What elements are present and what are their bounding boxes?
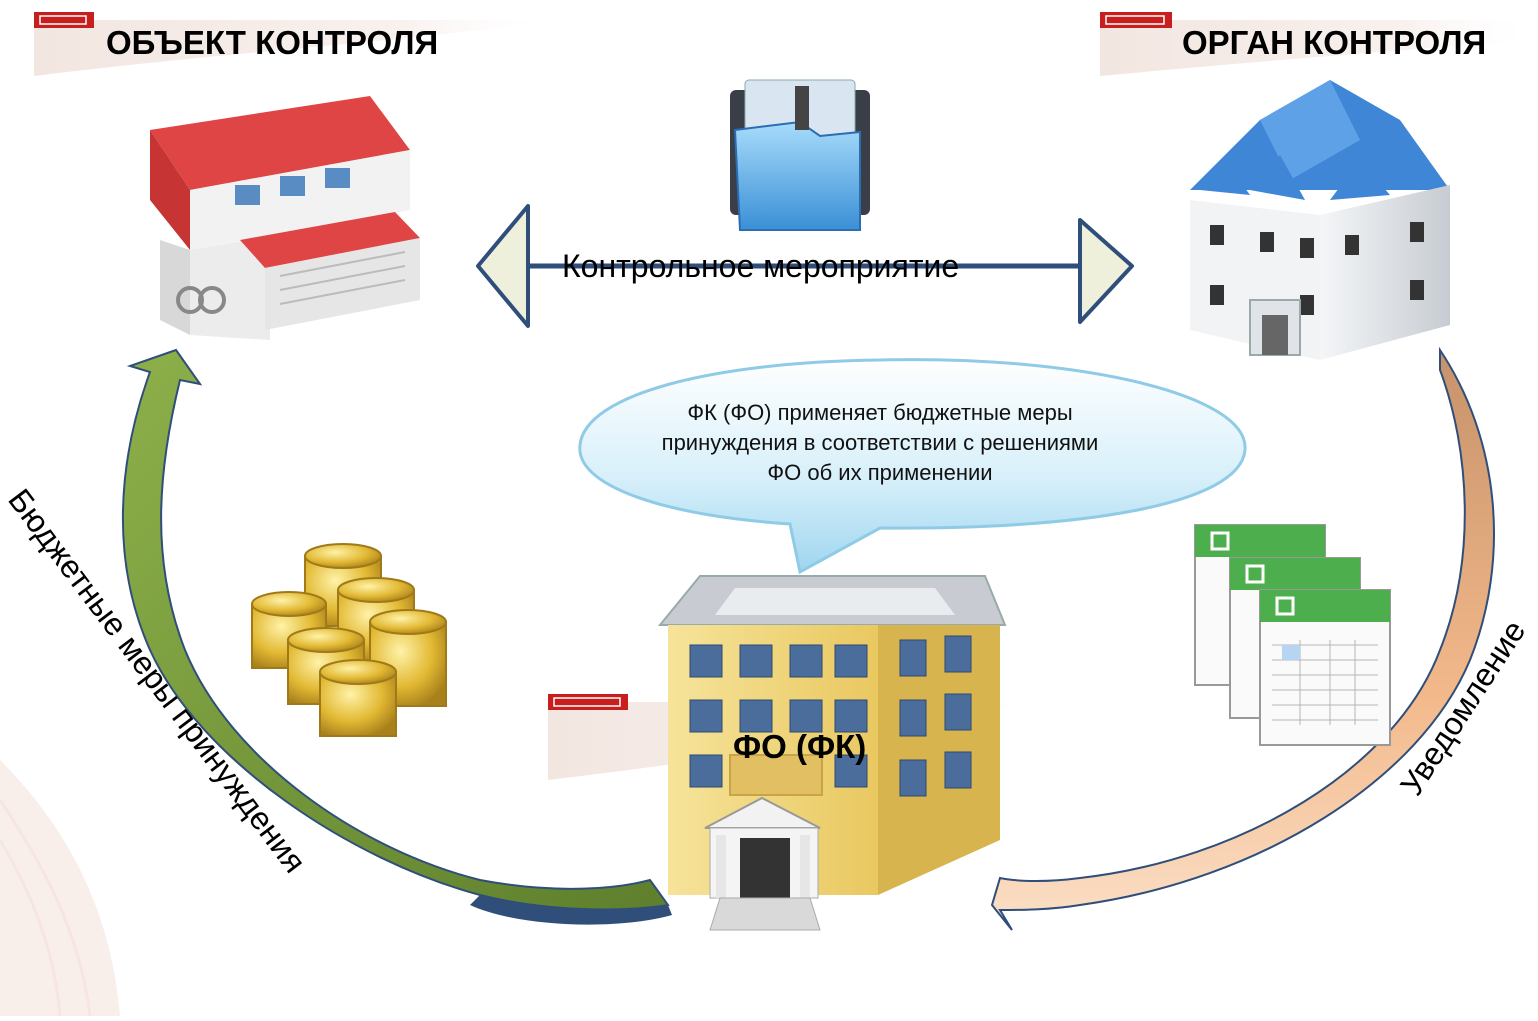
title-tab-organ bbox=[1100, 12, 1538, 76]
callout-line-2: принуждения в соответствии с решениями bbox=[661, 430, 1099, 455]
callout-bubble bbox=[578, 358, 1247, 575]
spreadsheet-documents-icon bbox=[1194, 524, 1391, 746]
corner-swoosh-decoration bbox=[0, 760, 120, 1017]
yellow-office-building-icon bbox=[657, 575, 1007, 931]
title-tab-object bbox=[34, 12, 560, 76]
coins-stack-icon bbox=[251, 543, 447, 737]
folder-icon bbox=[730, 79, 870, 231]
callout-line-3: ФО об их применении bbox=[767, 460, 993, 485]
blue-mansion-icon bbox=[1190, 80, 1450, 360]
title-control-body: ОРГАН КОНТРОЛЯ bbox=[1182, 24, 1487, 61]
callout-line-1: ФК (ФО) применяет бюджетные меры bbox=[687, 400, 1073, 425]
right-curved-arrow bbox=[990, 346, 1495, 931]
left-curved-arrow bbox=[122, 348, 672, 925]
title-fo-fk: ФО (ФК) bbox=[733, 728, 867, 765]
warehouse-building-icon bbox=[150, 96, 420, 340]
control-event-label: Контрольное мероприятие bbox=[562, 248, 960, 284]
title-object-of-control: ОБЪЕКТ КОНТРОЛЯ bbox=[106, 24, 439, 61]
control-event-arrow bbox=[476, 204, 1134, 328]
callout-text: ФК (ФО) применяет бюджетные меры принужд… bbox=[650, 398, 1110, 488]
